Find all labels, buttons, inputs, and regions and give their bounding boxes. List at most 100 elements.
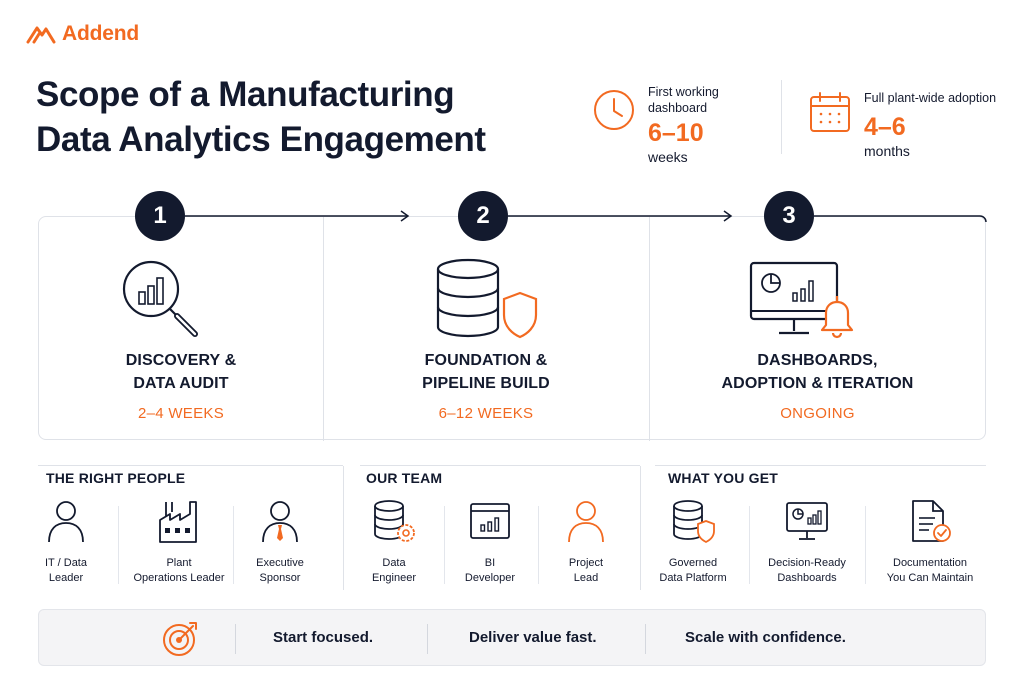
- phases-panel: DISCOVERY & DATA AUDIT 2–4 WEEKS FOUNDAT…: [38, 216, 986, 441]
- brand-logo: Addend: [26, 22, 139, 46]
- phase-name-line-2: DATA AUDIT: [133, 375, 229, 392]
- phase-divider: [323, 217, 324, 441]
- monitor-chart-icon: [786, 502, 828, 540]
- role-label-line-2: Operations Leader: [133, 572, 225, 584]
- role-label-line-1: BI: [484, 557, 496, 569]
- role-label-line-2: Lead: [573, 572, 599, 584]
- phase-name: FOUNDATION & PIPELINE BUILD: [323, 349, 649, 395]
- step-badge-3: 3: [764, 191, 814, 241]
- item-divider: [118, 506, 119, 584]
- addend-logo-icon: [26, 26, 56, 44]
- footer-banner: Start focused. Deliver value fast. Scale…: [38, 609, 986, 666]
- page-title-line-1: Scope of a Manufacturing: [36, 75, 455, 114]
- clock-icon: [594, 90, 634, 130]
- role-label-line-1: Data: [382, 557, 406, 569]
- footer-divider: [645, 624, 646, 654]
- deliverable-label-line-1: Decision-Ready: [768, 557, 846, 569]
- role-label-line-1: Executive: [256, 557, 304, 569]
- footer-message-3: Scale with confidence.: [685, 629, 846, 646]
- page-title: Scope of a Manufacturing Data Analytics …: [36, 72, 486, 162]
- phase-discovery: DISCOVERY & DATA AUDIT 2–4 WEEKS: [39, 217, 323, 441]
- step-badge-1: 1: [135, 191, 185, 241]
- role-label-line-1: IT / Data: [45, 557, 87, 569]
- section-rule: [655, 465, 986, 466]
- role-label-line-2: Leader: [48, 572, 84, 584]
- section-rule: [38, 465, 343, 466]
- magnifier-chart-icon: [122, 260, 198, 337]
- team-bi-developer: BI Developer: [435, 498, 545, 586]
- page-title-line-2: Data Analytics Engagement: [36, 120, 486, 159]
- stat-plant-adoption: Full plant-wide adoption 4–6 months: [808, 90, 996, 160]
- deliverable-label-line-2: Data Platform: [659, 572, 727, 584]
- stat-value: 4–6: [864, 113, 906, 141]
- section-title-our-team: OUR TEAM: [366, 470, 443, 486]
- brand-name: Addend: [62, 22, 139, 45]
- phase-duration: ONGOING: [780, 405, 855, 422]
- footer-message-1: Start focused.: [273, 629, 374, 646]
- item-divider: [233, 506, 234, 584]
- database-gear-icon: [374, 500, 415, 542]
- phase-name: DISCOVERY & DATA AUDIT: [39, 349, 323, 395]
- item-divider: [444, 506, 445, 584]
- footer-message-2: Deliver value fast.: [469, 629, 597, 646]
- section-divider: [640, 466, 641, 590]
- calendar-icon: [810, 92, 850, 132]
- role-label: BI Developer: [435, 556, 545, 586]
- role-label-line-1: Plant: [166, 557, 192, 569]
- deliverable-label-line-1: Documentation: [893, 557, 967, 569]
- phase-duration: 2–4 WEEKS: [137, 405, 225, 422]
- item-divider: [865, 506, 866, 584]
- browser-chart-icon: [470, 503, 510, 539]
- stat-label: Full plant-wide adoption: [864, 91, 997, 105]
- section-rule: [360, 465, 640, 466]
- phase-name-line-2: PIPELINE BUILD: [422, 375, 550, 392]
- section-divider: [343, 466, 344, 590]
- phase-name-line-2: ADOPTION & ITERATION: [721, 375, 914, 392]
- item-divider: [749, 506, 750, 584]
- role-label-line-2: Engineer: [371, 572, 417, 584]
- section-title-what-you-get: WHAT YOU GET: [668, 470, 778, 486]
- phase-foundation: FOUNDATION & PIPELINE BUILD 6–12 WEEKS: [323, 217, 649, 441]
- role-label-line-2: Sponsor: [259, 572, 301, 584]
- document-check-icon: [912, 500, 951, 542]
- stat-unit: weeks: [648, 149, 688, 165]
- section-title-right-people: THE RIGHT PEOPLE: [46, 470, 186, 486]
- footer-divider: [235, 624, 236, 654]
- phase-dashboards: DASHBOARDS, ADOPTION & ITERATION ONGOING: [649, 217, 986, 441]
- stat-value: 6–10: [648, 119, 704, 147]
- stats-divider: [781, 80, 782, 154]
- stat-label-line-1: First working: [648, 85, 719, 99]
- footer-divider: [427, 624, 428, 654]
- person-orange-icon: [568, 501, 604, 543]
- item-divider: [538, 506, 539, 584]
- monitor-bell-icon: [749, 261, 854, 339]
- database-shield-icon: [436, 258, 538, 339]
- phase-name-line-1: DASHBOARDS,: [757, 352, 878, 369]
- deliverable-label-line-2: Dashboards: [777, 572, 837, 584]
- stat-first-dashboard: First working dashboard 6–10 weeks: [592, 84, 719, 166]
- phase-divider: [649, 217, 650, 441]
- step-badge-2: 2: [458, 191, 508, 241]
- phase-duration: 6–12 WEEKS: [438, 405, 534, 422]
- target-icon: [163, 622, 197, 656]
- phase-name-line-1: DISCOVERY &: [125, 352, 237, 369]
- deliverable-label-line-1: Governed: [668, 557, 718, 569]
- executive-icon: [262, 501, 298, 543]
- role-label-line-2: Developer: [464, 572, 516, 584]
- factory-icon: [159, 501, 197, 543]
- stat-unit: months: [864, 143, 910, 159]
